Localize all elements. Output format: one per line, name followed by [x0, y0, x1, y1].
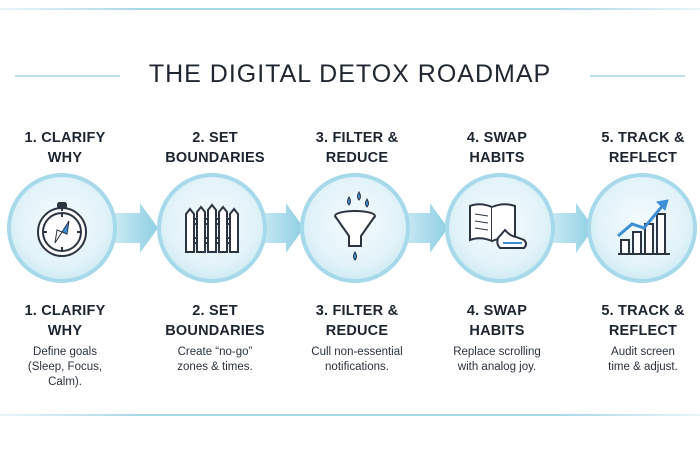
step-1-description-line: Define goals: [33, 346, 97, 358]
step-5-top-label-line2: REFLECT: [608, 150, 678, 166]
book-and-shoe-icon: [469, 203, 527, 249]
growth-chart-icon: [617, 199, 670, 255]
step-3-top-label: 3. FILTER & REDUCE: [292, 128, 422, 168]
step-5-bottom-label-line1: 5. TRACK &: [601, 303, 685, 319]
step-1-top-label-line1: 1. CLARIFY: [24, 130, 106, 146]
step-5-description-line: Audit screen: [611, 346, 675, 358]
step-1-bottom-label-line1: 1. CLARIFY: [24, 303, 106, 319]
step-5-description-line: time & adjust.: [608, 361, 678, 373]
arrow-3-to-4: [402, 203, 448, 253]
top-frame-line: [0, 8, 700, 10]
step-3-bottom-label: 3. FILTER & REDUCE: [292, 301, 422, 341]
step-2-bottom-label-line1: 2. SET: [192, 303, 238, 319]
step-2-top-label-line1: 2. SET: [192, 130, 238, 146]
step-4-description-line: Replace scrolling: [453, 346, 541, 358]
step-3-bottom-label-line2: REDUCE: [325, 323, 389, 339]
step-1-bottom-label-line2: WHY: [47, 323, 83, 339]
step-4-top-label-line1: 4. SWAP: [466, 130, 528, 146]
step-5-top-label: 5. TRACK & REFLECT: [578, 128, 700, 168]
bottom-frame-line: [0, 414, 700, 416]
step-2-top-label: 2. SET BOUNDARIES: [150, 128, 280, 168]
step-3-description: Cull non-essential notifications.: [292, 345, 422, 375]
step-2-bottom-label: 2. SET BOUNDARIES: [150, 301, 280, 341]
step-4-description-line: with analog joy.: [457, 361, 537, 373]
step-3-description-line: Cull non-essential: [311, 346, 403, 358]
step-1-bottom-label: 1. CLARIFY WHY: [0, 301, 130, 341]
step-5-bottom-label-line2: REFLECT: [608, 323, 678, 339]
arrow-4-to-5: [548, 203, 594, 253]
step-1-description: Define goals (Sleep, Focus, Calm).: [0, 345, 130, 390]
step-3-bottom-label-line1: 3. FILTER &: [315, 303, 399, 319]
step-4-bottom-label: 4. SWAP HABITS: [432, 301, 562, 341]
step-1-description-line: Calm).: [48, 376, 82, 388]
step-5-bottom-label: 5. TRACK & REFLECT: [578, 301, 700, 341]
step-4-bottom-label-line1: 4. SWAP: [466, 303, 528, 319]
step-4-top-label-line2: HABITS: [469, 150, 525, 166]
step-5-top-label-line1: 5. TRACK &: [601, 130, 685, 146]
step-3-top-label-line2: REDUCE: [325, 150, 389, 166]
step-2-bottom-label-line2: BOUNDARIES: [165, 323, 265, 339]
arrow-2-to-3: [258, 203, 304, 253]
step-2-description-line: zones & times.: [177, 361, 253, 373]
step-3-top-label-line1: 3. FILTER &: [315, 130, 399, 146]
step-1-top-label: 1. CLARIFY WHY: [0, 128, 130, 168]
step-1-description-line: (Sleep, Focus,: [27, 361, 103, 373]
step-1-top-label-line2: WHY: [47, 150, 83, 166]
arrow-1-to-2: [112, 203, 158, 253]
compass-icon: [37, 202, 87, 257]
step-4-bottom-label-line2: HABITS: [469, 323, 525, 339]
title-rule-right: [590, 75, 685, 77]
step-5-description: Audit screen time & adjust.: [578, 345, 700, 375]
step-2-top-label-line2: BOUNDARIES: [165, 150, 265, 166]
step-2-description-line: Create “no-go”: [177, 346, 253, 358]
page-title: THE DIGITAL DETOX ROADMAP: [148, 60, 552, 88]
step-3-description-line: notifications.: [325, 361, 389, 373]
step-4-top-label: 4. SWAP HABITS: [432, 128, 562, 168]
step-4-description: Replace scrolling with analog joy.: [432, 345, 562, 375]
title-rule-left: [15, 75, 120, 77]
fence-icon: [185, 203, 239, 253]
step-2-description: Create “no-go” zones & times.: [150, 345, 280, 375]
funnel-icon: [334, 191, 376, 261]
title-row: THE DIGITAL DETOX ROADMAP: [0, 56, 700, 96]
